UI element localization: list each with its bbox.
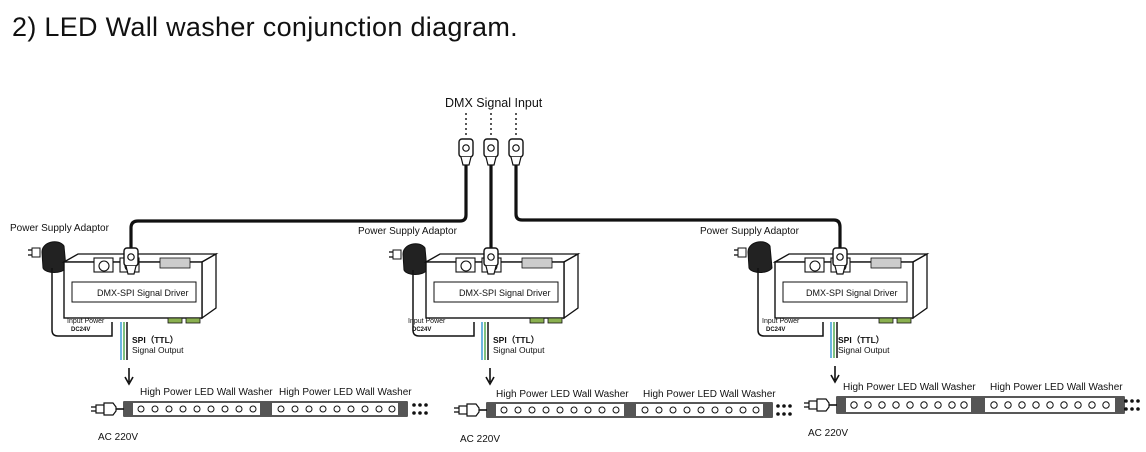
- driver-label: DMX-SPI Signal Driver: [97, 288, 189, 298]
- washer-label-1: High Power LED Wall Washer: [843, 382, 976, 393]
- signal-driver-box: DMX-SPI Signal Driver: [61, 252, 219, 324]
- input-power-voltage: DC24V: [412, 327, 431, 333]
- unit-2: Power Supply Adaptor DMX-SPI Signal Driv…: [358, 226, 792, 445]
- down-arrow-icon: [830, 366, 840, 384]
- ac-label: AC 220V: [808, 428, 848, 439]
- power-supply-label: Power Supply Adaptor: [358, 226, 458, 237]
- power-supply-label: Power Supply Adaptor: [10, 223, 110, 234]
- ac-plug-icon: [803, 398, 830, 412]
- signal-output-label: Signal Output: [838, 345, 890, 355]
- led-wall-washer-bars: [123, 401, 408, 417]
- spi-label: SPI（TTL）: [132, 335, 178, 345]
- input-power-voltage: DC24V: [766, 327, 785, 333]
- spi-label: SPI（TTL）: [838, 335, 884, 345]
- down-arrow-icon: [124, 368, 134, 386]
- driver-label: DMX-SPI Signal Driver: [459, 288, 551, 298]
- ac-plug-icon: [453, 403, 480, 417]
- page-title: 2) LED Wall washer conjunction diagram.: [12, 12, 518, 42]
- signal-driver-box: DMX-SPI Signal Driver: [423, 252, 581, 324]
- spi-label: SPI（TTL）: [493, 335, 539, 345]
- washer-label-1: High Power LED Wall Washer: [140, 387, 273, 398]
- input-power-voltage: DC24V: [71, 327, 90, 333]
- washer-label-2: High Power LED Wall Washer: [990, 382, 1123, 393]
- driver-label: DMX-SPI Signal Driver: [806, 288, 898, 298]
- signal-output-label: Signal Output: [132, 345, 184, 355]
- ac-label: AC 220V: [98, 432, 138, 443]
- dmx-input-connectors: [458, 113, 524, 166]
- input-power-label: Input Power: [408, 318, 446, 325]
- down-arrow-icon: [485, 368, 495, 386]
- dmx-cables: [129, 165, 842, 248]
- ac-plug-icon: [90, 402, 117, 416]
- washer-label-2: High Power LED Wall Washer: [279, 387, 412, 398]
- ac-label: AC 220V: [460, 434, 500, 445]
- led-wall-washer-bars: [836, 396, 1125, 414]
- signal-driver-box: DMX-SPI Signal Driver: [772, 252, 930, 324]
- power-adaptor-icon: [733, 241, 773, 274]
- washer-label-1: High Power LED Wall Washer: [496, 389, 629, 400]
- signal-output-label: Signal Output: [493, 345, 545, 355]
- unit-3: Power Supply Adaptor DMX-SPI Signal Driv…: [700, 226, 1140, 439]
- led-wall-washer-bars: [486, 402, 773, 418]
- power-supply-label: Power Supply Adaptor: [700, 226, 800, 237]
- input-power-label: Input Power: [67, 318, 105, 325]
- dmx-input-label: DMX Signal Input: [445, 96, 543, 110]
- washer-label-2: High Power LED Wall Washer: [643, 389, 776, 400]
- unit-1: Power Supply Adaptor DMX-SPI Signal Driv…: [10, 223, 428, 443]
- input-power-label: Input Power: [762, 318, 800, 325]
- power-adaptor-icon: [388, 243, 428, 276]
- power-adaptor-icon: [27, 241, 67, 274]
